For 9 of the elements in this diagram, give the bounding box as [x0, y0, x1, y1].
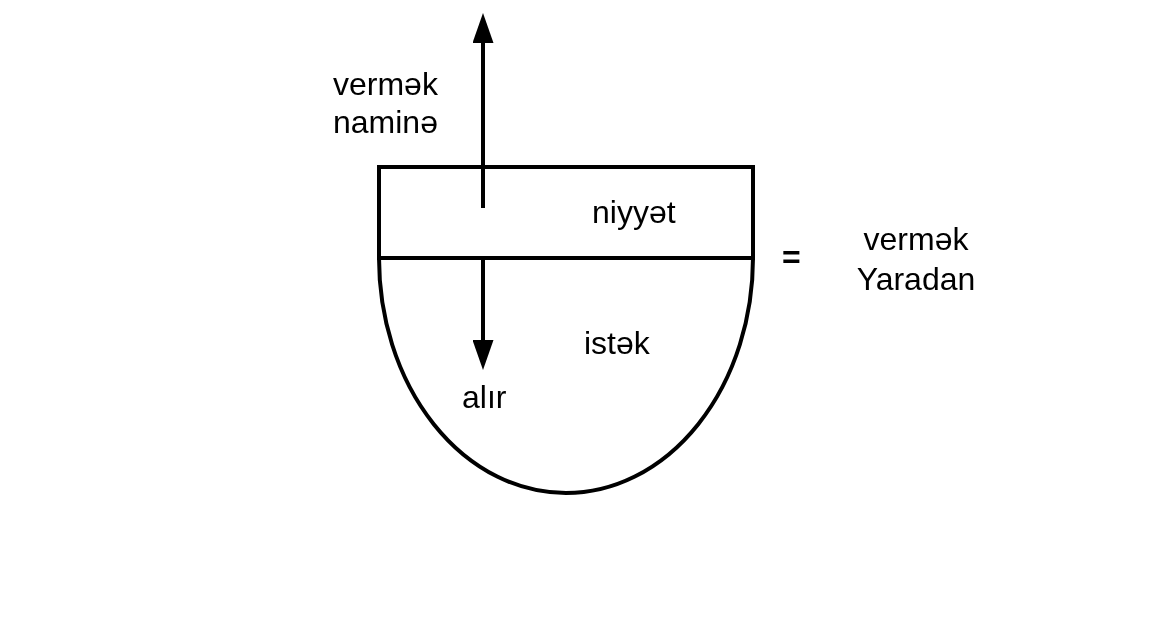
- arrow-label: alır: [462, 378, 507, 417]
- rectangle-box: [377, 165, 755, 260]
- arrow-label: vermək naminə: [333, 65, 439, 141]
- side-label: vermək Yaradan: [855, 220, 977, 299]
- arrow: [472, 260, 494, 370]
- box-label: niyyət: [592, 193, 676, 232]
- bowl-label: istək: [584, 324, 650, 363]
- arrow: [472, 13, 494, 208]
- equals-sign: =: [782, 238, 801, 277]
